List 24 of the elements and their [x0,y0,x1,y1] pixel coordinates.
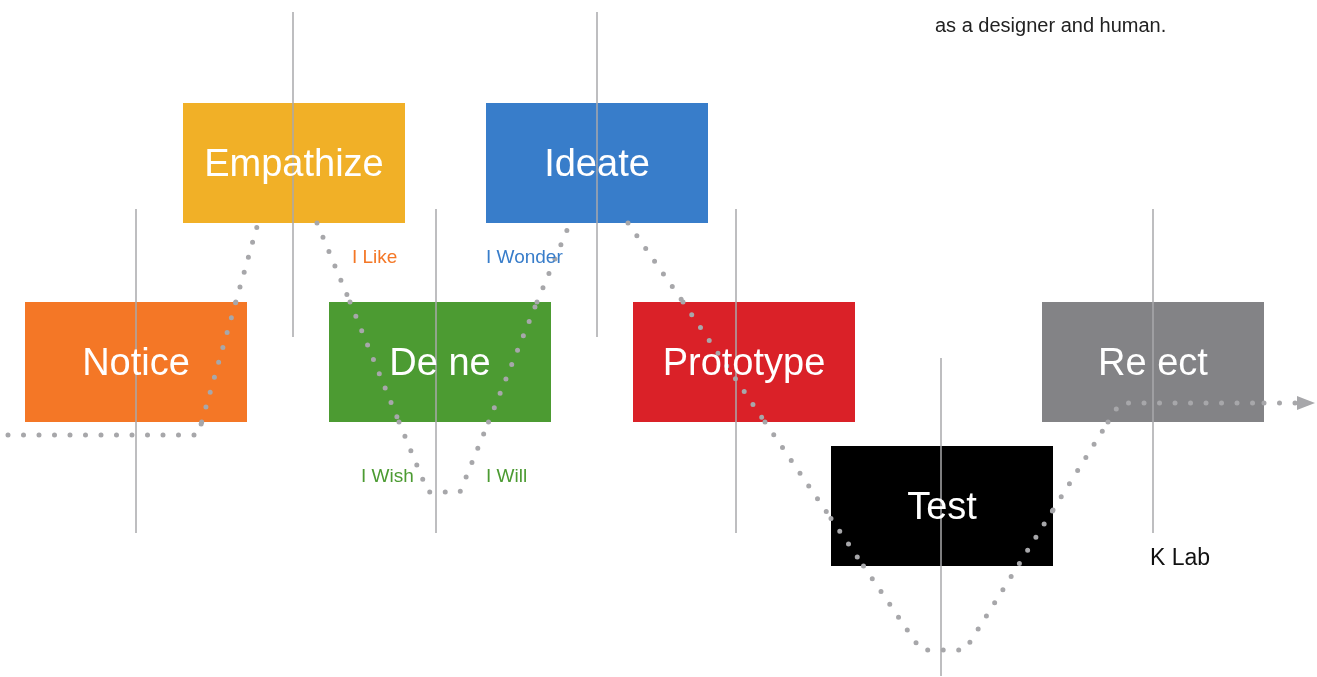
lab-label: K Lab [1150,545,1211,571]
stage-label: Notice [82,340,190,384]
stage-box [183,103,405,223]
stage-box [831,446,1053,566]
stage-box [633,302,855,422]
feedback-label: I Will [486,466,528,487]
stage-label: De ne [389,340,491,384]
stage-label: Re ect [1098,340,1208,384]
feedback-label: I Wonder [486,247,563,268]
stage-box [25,302,247,422]
dotted-connector [861,507,1056,653]
stage-label: Prototype [662,340,826,384]
stage-box [1042,302,1264,422]
feedback-label: I Like [352,247,398,268]
note-text: as a designer and human. [935,14,1167,36]
stage-box [486,103,708,223]
feedback-label: I Wish [361,466,414,487]
stage-label: Empathize [204,141,384,185]
stage-label: Ideate [544,141,650,185]
dotted-connector [1261,396,1315,410]
dotted-connector [5,419,205,438]
stage-label: Test [907,484,977,528]
dotted-connector [625,220,686,305]
stage-box [329,302,551,422]
